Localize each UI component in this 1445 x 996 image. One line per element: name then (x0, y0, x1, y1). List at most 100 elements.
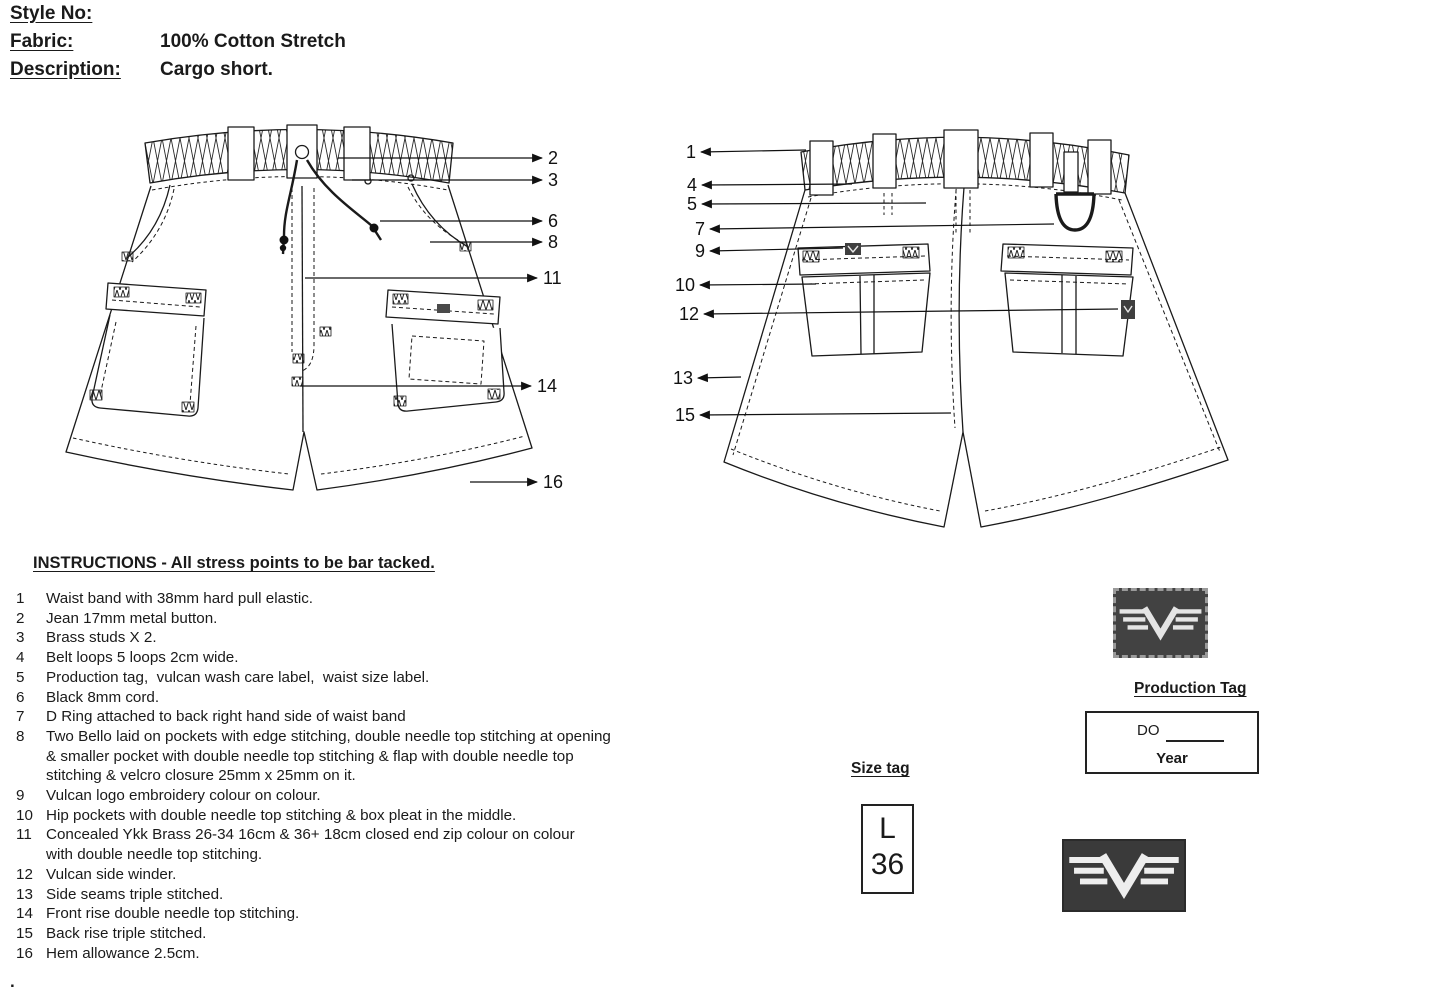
callout-line (698, 280, 817, 290)
fabric-label: Fabric: (10, 31, 74, 52)
bartack (291, 376, 304, 387)
front-cargo-pocket-left (89, 282, 207, 417)
callout-number: 1 (686, 142, 696, 162)
instruction-number: 3 (16, 629, 25, 647)
instruction-text: Jean 17mm metal button. (46, 609, 218, 627)
instruction-number: 10 (16, 806, 33, 824)
side-winder-tag (1121, 300, 1135, 319)
front-cargo-pocket-right (385, 289, 505, 412)
instruction-text: Hem allowance 2.5cm. (46, 944, 200, 962)
instruction-number: 4 (16, 649, 25, 667)
callout-number: 14 (537, 376, 557, 396)
back-side-seam-stitch-left (732, 197, 812, 456)
winged-v-logo-icon (1119, 606, 1202, 641)
front-hem-stitch-left (72, 437, 290, 475)
callout-line (699, 147, 807, 157)
instruction-text: Brass studs X 2. (46, 629, 157, 647)
back-body-outline (723, 189, 1229, 528)
drawstring-cord (279, 159, 383, 255)
callout-number: 6 (548, 211, 558, 231)
callout-number: 4 (687, 175, 697, 195)
instruction-text: D Ring attached to back right hand side … (46, 708, 406, 726)
size-tag-box: L 36 (861, 804, 914, 894)
back-hem-stitch-left (730, 448, 941, 512)
instruction-number: 13 (16, 885, 33, 903)
winged-v-logo-icon (1069, 853, 1179, 900)
front-callouts: 2 3 6 8 11 14 16 (300, 148, 563, 492)
bartack (292, 353, 305, 364)
instruction-number: 2 (16, 609, 25, 627)
production-tag-do-label: DO (1137, 722, 1160, 739)
instruction-text: Back rise triple stitched. (46, 924, 207, 942)
callout-number: 9 (695, 241, 705, 261)
production-tag-fill-line (1166, 740, 1224, 742)
header-fabric-row: Fabric: 100% Cotton Stretch (10, 31, 570, 53)
callout-line (700, 180, 853, 190)
back-waistband (800, 129, 1130, 201)
instruction-number: 9 (16, 787, 25, 805)
instruction-number: 14 (16, 905, 33, 923)
callout-number: 3 (548, 170, 558, 190)
belt-loop (943, 129, 979, 189)
instruction-text: Two Bello laid on pockets with edge stit… (46, 727, 611, 785)
instruction-item: 10 Hip pockets with double needle top sti… (16, 806, 761, 826)
instruction-number: 8 (16, 727, 25, 745)
callout-number: 11 (543, 268, 562, 288)
instruction-text: Belt loops 5 loops 2cm wide. (46, 649, 239, 667)
callout-line (708, 246, 844, 256)
callout-number: 5 (687, 194, 697, 214)
vulcan-logo-embroidery (845, 243, 861, 255)
instruction-text: Concealed Ykk Brass 26-34 16cm & 36+ 18c… (46, 826, 575, 864)
instruction-number: 12 (16, 865, 33, 883)
instruction-text: Hip pockets with double needle top stitc… (46, 806, 517, 824)
belt-loop (1087, 139, 1112, 195)
instruction-number: 7 (16, 708, 25, 726)
instruction-item: 4 Belt loops 5 loops 2cm wide. (16, 648, 761, 668)
brand-logo-patch-top (1113, 588, 1208, 658)
callout-line (698, 410, 952, 420)
instruction-number: 5 (16, 668, 25, 686)
callout-number: 2 (548, 148, 558, 168)
fabric-value: 100% Cotton Stretch (160, 31, 346, 52)
instruction-item: 2 Jean 17mm metal button. (16, 609, 761, 629)
style-no-label: Style No: (10, 3, 93, 24)
instruction-item: 7 D Ring attached to back right hand side… (16, 707, 761, 727)
instruction-text: Black 8mm cord. (46, 688, 160, 706)
instruction-item: 3 Brass studs X 2. (16, 628, 761, 648)
d-ring (1054, 151, 1096, 232)
belt-loop (809, 140, 834, 196)
back-pocket-left (797, 243, 931, 357)
front-view-drawing (65, 124, 533, 491)
technical-drawings: 2 3 6 8 11 14 16 1 4 5 7 9 1 (65, 124, 1229, 528)
back-rise-seam (950, 163, 967, 433)
brand-logo-patch-bottom (1062, 839, 1186, 912)
instruction-number: 16 (16, 944, 33, 962)
production-tag-label: Production Tag (1134, 680, 1247, 697)
front-body-outline (65, 184, 533, 491)
header-style-row: Style No: (10, 3, 570, 25)
production-tag-box: DO Year (1085, 711, 1259, 774)
callout-line (696, 373, 742, 383)
callout-number: 16 (543, 472, 563, 492)
instructions-title: INSTRUCTIONS - All stress points to be b… (33, 554, 435, 572)
instruction-text: Front rise double needle top stitching. (46, 905, 300, 923)
page-footer-mark: . (10, 972, 15, 991)
size-letter: L (879, 812, 896, 845)
production-tag-year-label: Year (1156, 750, 1188, 767)
back-pocket-right (1000, 243, 1135, 357)
belt-loop (1029, 132, 1054, 188)
callout-line (700, 199, 927, 209)
back-view-drawing (723, 129, 1229, 528)
size-number: 36 (870, 848, 905, 881)
belt-loop (343, 126, 371, 181)
instruction-item: 14 Front rise double needle top stitching… (16, 904, 761, 924)
callout-number: 13 (673, 368, 693, 388)
front-slant-pocket-left (121, 184, 175, 263)
callout-number: 8 (548, 232, 558, 252)
